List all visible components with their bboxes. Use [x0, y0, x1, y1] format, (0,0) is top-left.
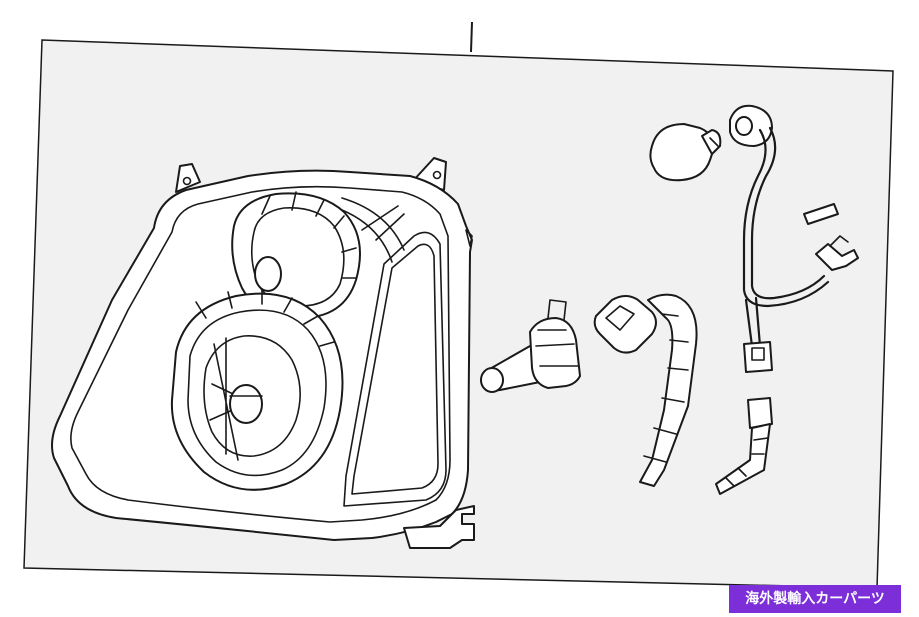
callout-leader-line	[470, 21, 473, 53]
harness-connector	[743, 341, 773, 373]
high-beam-reflector	[231, 191, 405, 319]
low-beam-reflector	[170, 289, 344, 491]
marker-pigtail	[715, 397, 773, 495]
headlamp-bulb	[480, 299, 581, 393]
headlamp-lens-outline	[70, 185, 451, 523]
headlamp-assembly	[51, 157, 475, 549]
mounting-bracket-bottom	[403, 505, 475, 549]
headlamp-socket-harness	[593, 293, 698, 487]
shop-badge: 海外製輸入カーパーツ	[729, 585, 901, 613]
side-marker-socket-harness	[729, 104, 859, 373]
side-marker-lens	[343, 231, 447, 507]
lamp-adjuster-clip	[803, 203, 839, 225]
side-marker-bulb	[649, 123, 722, 182]
